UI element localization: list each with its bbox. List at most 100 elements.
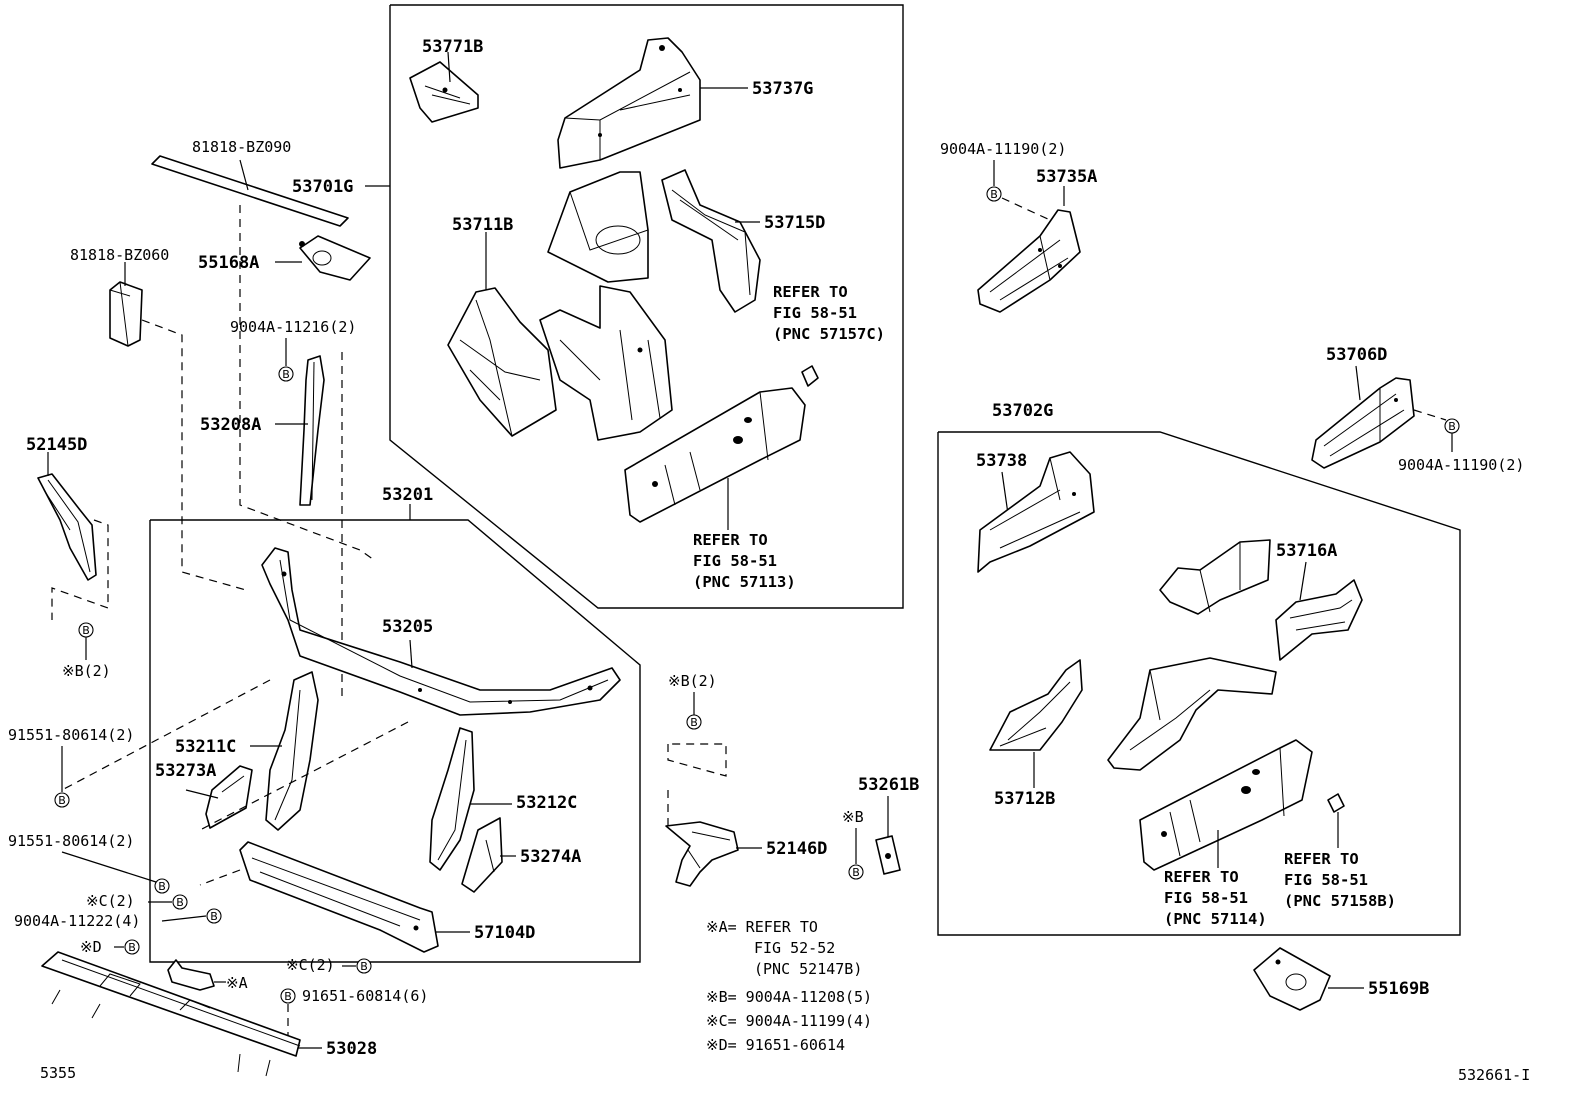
label-53712B: 53712B: [994, 789, 1055, 809]
footer-left-code: 5355: [40, 1064, 76, 1082]
bolt-marker-b-xC2-b: [356, 958, 372, 974]
part-55169B-drawing: [1253, 947, 1331, 1011]
dash-81818-BZ060: [141, 319, 247, 591]
label-53261B: 53261B: [858, 775, 919, 795]
label-9004A-11190-right: 9004A-11190(2): [1398, 456, 1524, 474]
label-53706D: 53706D: [1326, 345, 1387, 365]
label-53716A: 53716A: [1276, 541, 1337, 561]
leader-53738: [1001, 471, 1009, 515]
label-53273A: 53273A: [155, 761, 216, 781]
bolt-marker-b-xD: [124, 939, 140, 955]
mark-xC2-a: ※C(2): [86, 892, 135, 910]
bolt-marker-b-text-8: B: [360, 960, 368, 973]
label-53701G: 53701G: [292, 177, 353, 197]
label-81818-BZ060: 81818-BZ060: [70, 246, 169, 264]
part-53028-drawing: [41, 951, 301, 1077]
part-53771B-drawing: [409, 61, 479, 123]
bolt-marker-b-xC2-a: [172, 894, 188, 910]
part-53211C-drawing: [265, 671, 319, 831]
footer-right-code: 532661-I: [1458, 1066, 1530, 1084]
label-53735A: 53735A: [1036, 167, 1097, 187]
label-53274A: 53274A: [520, 847, 581, 867]
mark-xB2-left: ※B(2): [62, 662, 111, 680]
bolt-marker-b-text-2: B: [82, 624, 90, 637]
clip-57158B-drawing: [1327, 793, 1345, 813]
legend-a-line2: FIG 52-52: [754, 939, 835, 957]
label-53715D: 53715D: [764, 213, 825, 233]
mark-xC2-b: ※C(2): [286, 956, 335, 974]
label-53028: 53028: [326, 1039, 377, 1059]
bolt-marker-b-text-11: B: [852, 866, 860, 879]
part-52146D-drawing: [665, 821, 739, 887]
label-52146D: 52146D: [766, 839, 827, 859]
dash-9004A-11190-right: [1413, 409, 1447, 421]
refer-1-line3: (PNC 57157C): [773, 325, 885, 343]
bolt-marker-b-text-6: B: [210, 910, 218, 923]
bolt-marker-b-9004A-11190-top: [986, 186, 1002, 202]
upper-pan-drawing: [547, 171, 649, 283]
label-91551-lower: 91551-80614(2): [8, 832, 134, 850]
mark-xB2-mid: ※B(2): [668, 672, 717, 690]
right-pan-drawing: [1159, 539, 1271, 615]
leader-81818-BZ090: [239, 159, 249, 191]
dash-91551-a2: [199, 721, 409, 831]
part-53273A-drawing: [205, 765, 253, 829]
label-9004A-11216: 9004A-11216(2): [230, 318, 356, 336]
legend-c: ※C= 9004A-11199(4): [706, 1012, 872, 1030]
leader-9004A-11222: [161, 915, 207, 922]
center-group-frame: [149, 519, 641, 963]
mark-xA: ※A: [226, 974, 248, 992]
bolt-marker-b-91651: [280, 988, 296, 1004]
label-53208A: 53208A: [200, 415, 261, 435]
refer-4-line3: (PNC 57158B): [1284, 892, 1396, 910]
refer-1-line1: REFER TO: [773, 283, 848, 301]
label-9004A-11190-top: 9004A-11190(2): [940, 140, 1066, 158]
part-53715D-drawing: [661, 169, 761, 313]
label-53771B: 53771B: [422, 37, 483, 57]
label-53211C: 53211C: [175, 737, 236, 757]
part-53274A-drawing: [461, 817, 503, 893]
refer-2-line3: (PNC 57113): [693, 573, 796, 591]
bolt-marker-b-91551-upper: [54, 792, 70, 808]
label-91551-upper: 91551-80614(2): [8, 726, 134, 744]
bolt-marker-b-text-12: B: [990, 188, 998, 201]
part-53716A-drawing: [1275, 579, 1363, 661]
label-57104D: 57104D: [474, 923, 535, 943]
leader-53716A: [1299, 561, 1307, 601]
part-53706D-drawing: [1311, 377, 1415, 469]
part-81818-BZ090-drawing: [151, 155, 349, 227]
mark-xD: ※D: [80, 938, 102, 956]
clip-57157C-drawing: [801, 365, 819, 387]
bolt-marker-b-text-3: B: [58, 794, 66, 807]
part-57104D-drawing: [239, 841, 439, 953]
part-xA-bracket-drawing: [167, 959, 215, 991]
bolt-marker-b-text-1: B: [282, 368, 290, 381]
part-53261B-drawing: [875, 835, 901, 875]
rail-57113-drawing: [624, 387, 806, 523]
bolt-marker-b-91551-lower: [154, 878, 170, 894]
bolt-marker-b-xB-single: [848, 864, 864, 880]
mark-xB-single: ※B: [842, 808, 864, 826]
refer-4-line1: REFER TO: [1284, 850, 1359, 868]
right-group-frame: [937, 431, 1461, 936]
label-53201: 53201: [382, 485, 433, 505]
part-53735A-drawing: [977, 209, 1081, 313]
label-55168A: 55168A: [198, 253, 259, 273]
bolt-marker-b-text-10: B: [690, 716, 698, 729]
part-53205-drawing: [261, 547, 621, 716]
legend-a-line3: (PNC 52147B): [754, 960, 862, 978]
part-55168A-drawing: [299, 235, 371, 281]
refer-2-line1: REFER TO: [693, 531, 768, 549]
legend-b: ※B= 9004A-11208(5): [706, 988, 872, 1006]
dash-81818-BZ090: [239, 205, 375, 561]
dash-9004A-11222: [199, 869, 241, 886]
dash-52146D-box: [667, 743, 727, 777]
upper-apron-drawing: [539, 285, 673, 441]
part-81818-BZ060-drawing: [109, 281, 143, 347]
bolt-marker-b-9004A-11216: [278, 366, 294, 382]
part-52145D-drawing: [37, 473, 97, 581]
leader-53205: [409, 639, 413, 669]
label-53738: 53738: [976, 451, 1027, 471]
refer-3-line1: REFER TO: [1164, 868, 1239, 886]
